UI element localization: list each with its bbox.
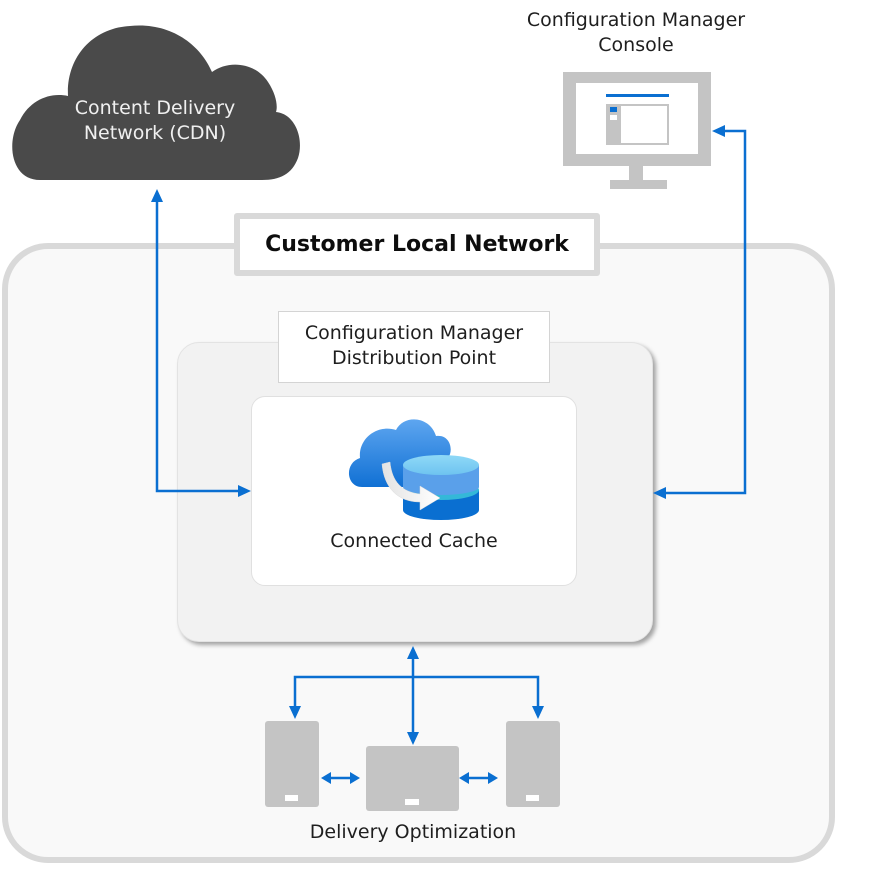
arrowhead-left-icon [653,487,666,499]
network-title-box: Customer Local Network [234,213,600,276]
cdn-cache-connector [155,200,240,493]
device-button [285,795,298,801]
device-button [405,799,419,805]
arrowhead-down-icon [532,706,544,719]
arrowhead-right-icon [238,485,251,497]
cdn-cloud-icon [12,25,300,180]
delivery-optimization-label: Delivery Optimization [309,821,517,843]
console-label-line1: Configuration Manager [526,9,746,31]
connected-cache-label: Connected Cache [330,530,498,552]
arrowhead-up-icon [407,646,419,659]
distribution-point-label-line2: Distribution Point [331,347,497,369]
monitor-icon [563,72,711,189]
arrowhead-down-icon [289,706,301,719]
distribution-point-label-line1: Configuration Manager [304,322,524,344]
arrowhead-left-icon [712,125,725,137]
arrowhead-down-icon [407,732,419,745]
cloud-database-icon [348,419,479,520]
cdn-label-line2: Network (CDN) [83,122,227,144]
peer-connector-left [321,772,360,784]
console-dp-connector [664,129,747,495]
laptop-device-center [366,746,459,811]
distribution-point-title-box [278,311,550,383]
tablet-device-right [506,721,560,807]
arrowhead-up-icon [151,189,163,202]
dp-devices-connector [293,656,540,735]
device-button [526,795,539,801]
peer-connector-right [459,772,498,784]
network-title: Customer Local Network [265,232,569,257]
cdn-label-line1: Content Delivery [74,97,236,119]
console-label-line2: Console [598,34,674,56]
tablet-device-left [265,721,319,807]
